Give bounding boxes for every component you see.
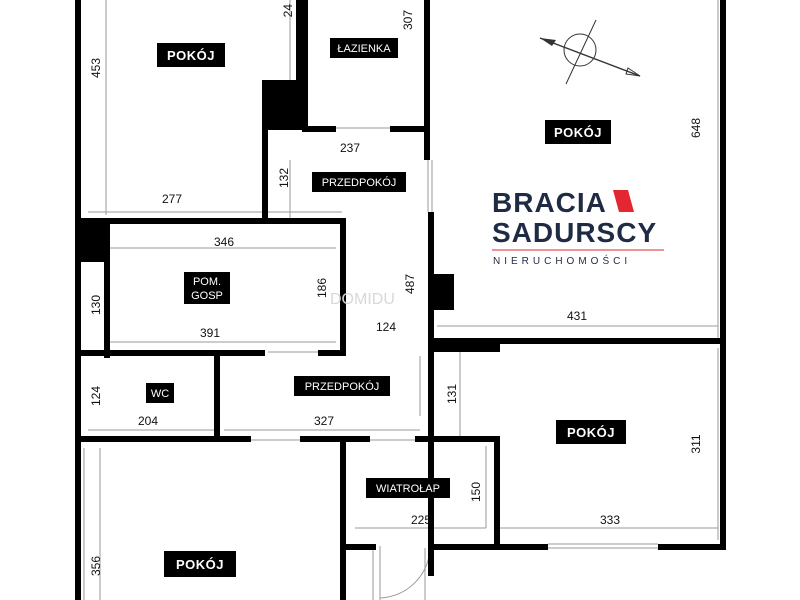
dimension-label: 24 xyxy=(281,4,295,18)
dimension-labels: 24 453 307 648 237 132 277 346 130 186 4… xyxy=(89,4,703,576)
room-label-przedpokoj-lower: PRZEDPOKÓJ xyxy=(305,380,380,393)
dimension-label: 453 xyxy=(89,58,103,78)
dimension-label: 311 xyxy=(689,434,703,453)
room-label-pom-gosp-2: GOSP xyxy=(191,290,223,302)
dimension-label: 346 xyxy=(214,235,234,249)
dimension-label: 225 xyxy=(411,513,431,527)
dimension-label: 356 xyxy=(89,556,103,576)
inner-lines xyxy=(83,0,719,600)
dimension-label: 333 xyxy=(600,513,620,527)
dimension-label: 487 xyxy=(403,274,417,294)
dimension-label: 132 xyxy=(277,168,291,188)
dimension-label: 648 xyxy=(689,118,703,138)
room-label-wiatrolap: WIATROŁAP xyxy=(376,483,440,495)
dimension-label: 186 xyxy=(315,278,329,298)
room-label-pokoj-top-right: POKÓJ xyxy=(554,125,602,140)
room-label-pokoj-bottom-left: POKÓJ xyxy=(176,557,224,572)
room-label-pom-gosp-1: POM. xyxy=(193,276,221,288)
compass-icon xyxy=(539,19,641,85)
brand-logo: BRACIA SADURSCY NIERUCHOMOŚCI xyxy=(492,187,664,267)
room-labels: POKÓJ ŁAZIENKA POKÓJ PRZEDPOKÓJ POM. GOS… xyxy=(146,38,626,577)
dimension-label: 131 xyxy=(445,384,459,404)
dimension-label: 391 xyxy=(200,326,220,340)
walls xyxy=(75,0,726,600)
dimension-label: 327 xyxy=(314,414,334,428)
dimension-label: 130 xyxy=(89,295,103,315)
room-label-lazienka: ŁAZIENKA xyxy=(337,43,391,55)
room-label-wc: WC xyxy=(151,388,169,400)
dimension-label: 307 xyxy=(401,10,415,30)
dimension-label: 237 xyxy=(340,141,360,155)
room-label-pokoj-top-left: POKÓJ xyxy=(167,48,215,63)
dimension-label: 124 xyxy=(89,386,103,406)
dimension-label: 124 xyxy=(376,320,396,334)
brand-line2: SADURSCY xyxy=(492,217,657,248)
dimension-label: 150 xyxy=(469,482,483,502)
brand-line1: BRACIA xyxy=(492,187,607,218)
dimension-label: 277 xyxy=(162,192,182,206)
dimension-label: 204 xyxy=(138,414,158,428)
dimension-label: 431 xyxy=(567,309,587,323)
room-label-pokoj-right: POKÓJ xyxy=(567,425,615,440)
brand-line3: NIERUCHOMOŚCI xyxy=(493,254,631,267)
watermark-text: DOMIDU xyxy=(330,291,395,308)
brand-accent-mark xyxy=(613,190,634,212)
room-label-przedpokoj-upper: PRZEDPOKÓJ xyxy=(322,176,397,189)
